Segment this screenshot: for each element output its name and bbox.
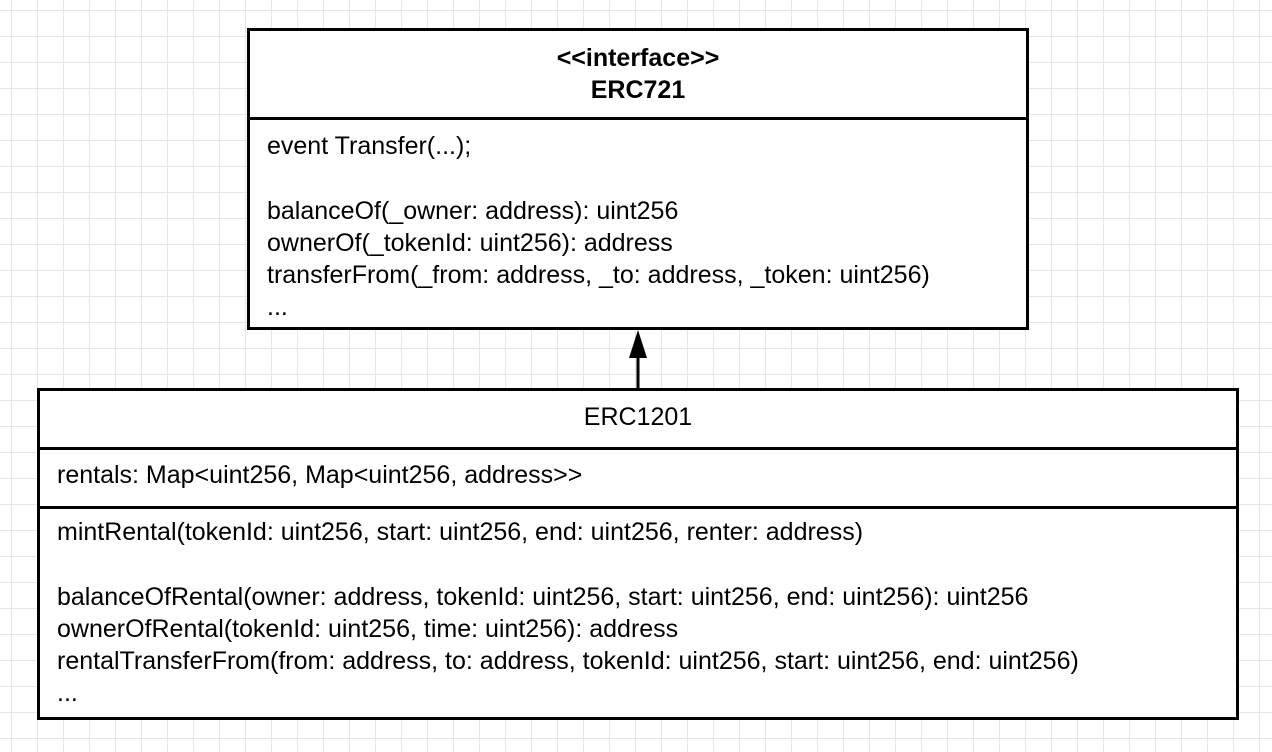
erc1201-class-box: ERC1201 rentals: Map<uint256, Map<uint25…	[37, 388, 1239, 720]
class-name: ERC1201	[583, 403, 693, 431]
interface-member: transferFrom(_from: address, _to: addres…	[267, 261, 930, 289]
interface-name-compartment: <<interface>> ERC721	[250, 31, 1026, 120]
erc721-interface-box: <<interface>> ERC721 event Transfer(...)…	[247, 28, 1029, 330]
interface-member: ownerOf(_tokenId: uint256): address	[267, 229, 673, 257]
class-operation: rentalTransferFrom(from: address, to: ad…	[57, 647, 1079, 675]
class-operation: balanceOfRental(owner: address, tokenId:…	[57, 583, 1029, 611]
interface-member: event Transfer(...);	[267, 132, 472, 160]
interface-member-spacer	[267, 162, 1026, 195]
class-attributes-compartment: rentals: Map<uint256, Map<uint256, addre…	[40, 450, 1236, 509]
class-operations-compartment: mintRental(tokenId: uint256, start: uint…	[40, 509, 1236, 709]
class-operation: ownerOfRental(tokenId: uint256, time: ui…	[57, 615, 679, 643]
interface-member: balanceOf(_owner: address): uint256	[267, 197, 679, 225]
interface-name: ERC721	[590, 76, 686, 104]
class-operation-spacer	[57, 548, 1236, 581]
class-name-compartment: ERC1201	[40, 391, 1236, 450]
class-operation: ...	[57, 679, 78, 707]
interface-members-compartment: event Transfer(...); balanceOf(_owner: a…	[250, 120, 1026, 323]
class-operation: mintRental(tokenId: uint256, start: uint…	[57, 518, 864, 546]
class-attribute: rentals: Map<uint256, Map<uint256, addre…	[57, 461, 583, 489]
interface-stereotype: <<interface>>	[556, 44, 720, 72]
inheritance-arrow-head	[629, 330, 647, 358]
interface-member: ...	[267, 293, 288, 321]
inheritance-arrow	[629, 330, 647, 390]
